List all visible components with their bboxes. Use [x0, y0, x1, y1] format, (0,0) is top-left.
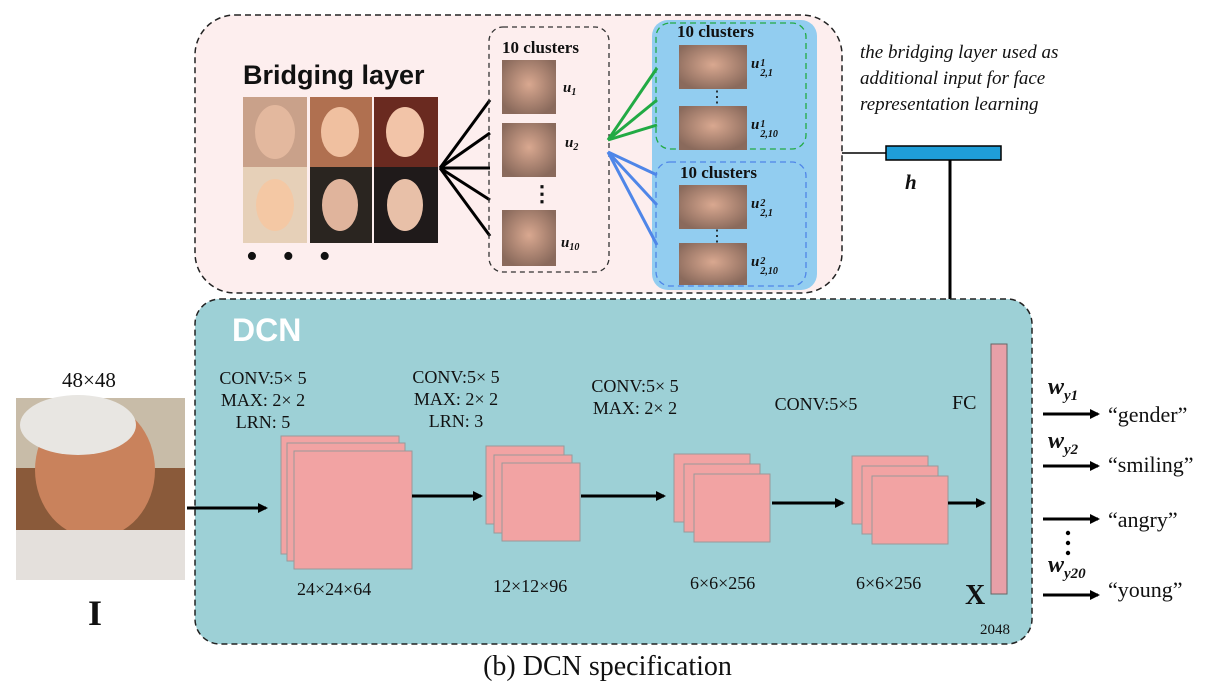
bridging-note: the bridging layer used as additional in…: [860, 42, 1059, 115]
output-vdots: [1065, 530, 1071, 556]
clusters-header: 10 clusters: [502, 38, 579, 57]
sub-face-2-10: [679, 243, 747, 285]
sub-face-1-1: [679, 45, 747, 89]
fan-lines: [438, 99, 492, 237]
output-attr-young: “young”: [1108, 577, 1183, 602]
feature-map-stack-4: [851, 455, 949, 545]
h-label: h: [905, 170, 917, 194]
h-bar: [885, 145, 1002, 161]
sub-face-1-10: [679, 106, 747, 150]
feature-map-stack-2: [485, 445, 581, 542]
stage-1-spec: CONV:5× 5 MAX: 2× 2 LRN: 5: [219, 368, 307, 432]
figure-caption: (b) DCN specification: [483, 651, 732, 682]
green-links: [606, 67, 659, 142]
feature-map-stack-3: [673, 453, 771, 543]
input-face-image: [16, 395, 185, 580]
output-attr-gender: “gender”: [1108, 402, 1188, 427]
cluster-vdots: ⋮: [531, 181, 553, 206]
fc-label: FC: [952, 392, 977, 414]
sub-vdots-2: ⋮: [709, 228, 725, 245]
input-variable-label: I: [88, 593, 103, 633]
output-weight-y1: wy1: [1048, 374, 1079, 404]
output-arrows: [1043, 409, 1100, 600]
bridging-title: Bridging layer: [243, 60, 425, 90]
stage-3-spec: CONV:5× 5 MAX: 2× 2: [591, 376, 679, 418]
output-attr-smiling: “smiling”: [1108, 452, 1194, 477]
stage-1-dims: 24×24×64: [297, 579, 372, 599]
stage-2-spec: CONV:5× 5 MAX: 2× 2 LRN: 3: [412, 367, 500, 431]
sub-face-2-1: [679, 185, 747, 229]
bridging-face-grid: [243, 97, 438, 243]
blue-links: [606, 150, 659, 246]
sub-vdots-1: ⋮: [709, 89, 725, 106]
cluster-face-10: [502, 210, 556, 266]
cluster-label-u10: u10: [561, 235, 580, 253]
cluster-label-u1: u1: [563, 80, 577, 98]
clusters-column: [488, 26, 610, 273]
sub-cluster-header-1: 10 clusters: [677, 22, 754, 41]
stage-4-dims: 6×6×256: [856, 573, 922, 593]
stage-3-dims: 6×6×256: [690, 573, 756, 593]
fc-bar: [990, 343, 1008, 595]
cluster-face-2: [502, 123, 556, 177]
cluster-face-1: [502, 60, 556, 114]
cluster-label-u2: u2: [565, 135, 579, 153]
stage-4-spec: CONV:5×5: [774, 394, 858, 414]
sub-cluster-box-2: [655, 161, 807, 287]
output-attr-angry: “angry”: [1108, 507, 1178, 532]
output-weight-y2: wy2: [1048, 428, 1079, 458]
x-label: X: [965, 580, 986, 611]
feature-map-stack-1: [280, 435, 413, 570]
sub-cluster-header-2: 10 clusters: [680, 163, 757, 182]
ellipsis-dots: • • •: [246, 238, 339, 275]
dcn-title: DCN: [232, 312, 302, 348]
fc-size-label: 2048: [980, 622, 1010, 638]
stage-2-dims: 12×12×96: [493, 576, 568, 596]
output-weight-y20: wy20: [1048, 552, 1086, 582]
input-size-label: 48×48: [62, 368, 116, 392]
